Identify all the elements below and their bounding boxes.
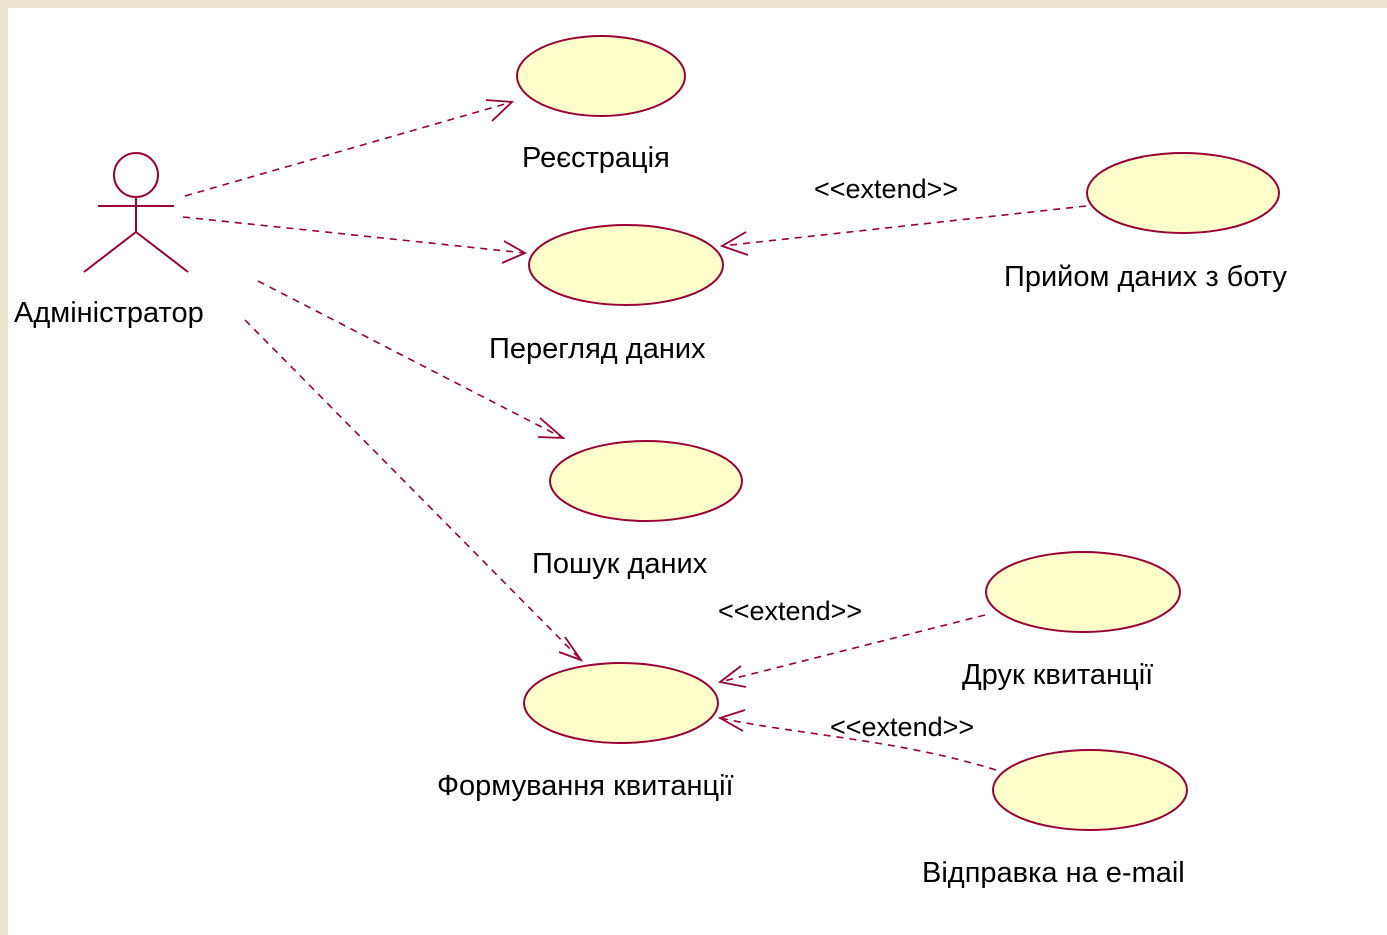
assoc-search-data-arrowhead <box>537 417 566 440</box>
actor-left-leg <box>83 231 137 273</box>
use-case-registration-label: Реєстрація <box>522 142 670 174</box>
assoc-registration <box>184 101 513 197</box>
use-case-form-receipt-label: Формування квитанції <box>437 770 734 802</box>
use-case-print-receipt[interactable] <box>985 551 1181 633</box>
extend-print-arrowhead <box>717 665 747 688</box>
assoc-form-receipt <box>244 319 582 661</box>
extend-print-label: <<extend>> <box>718 596 862 626</box>
assoc-form-receipt-arrowhead <box>558 636 584 662</box>
use-case-bot-data[interactable] <box>1086 152 1280 234</box>
extend-bot-line <box>721 205 1087 247</box>
actor-head <box>113 152 159 198</box>
use-case-send-email-label: Відправка на e-mail <box>922 857 1185 889</box>
actor-right-leg <box>135 231 189 273</box>
use-case-registration[interactable] <box>516 35 686 117</box>
extend-bot-arrowhead <box>719 231 749 256</box>
use-case-send-email[interactable] <box>992 749 1188 831</box>
assoc-view-data-arrowhead <box>501 240 528 264</box>
extend-email-arrowhead <box>717 709 746 732</box>
use-case-print-receipt-label: Друк квитанції <box>962 659 1153 691</box>
use-case-search-data[interactable] <box>549 440 743 522</box>
actor-figure[interactable] <box>83 152 189 273</box>
extend-print-line <box>719 614 986 683</box>
use-case-search-data-label: Пошук даних <box>532 548 708 580</box>
assoc-view-data <box>182 216 526 254</box>
extend-email-line <box>719 717 997 771</box>
assoc-registration-arrowhead <box>485 99 515 122</box>
use-case-view-data[interactable] <box>528 224 724 306</box>
use-case-bot-data-label: Прийом даних з боту <box>1004 261 1287 293</box>
use-case-form-receipt[interactable] <box>523 662 719 744</box>
actor-label: Адміністратор <box>14 297 204 329</box>
extend-email-label: <<extend>> <box>830 712 974 742</box>
use-case-view-data-label: Перегляд даних <box>489 333 706 365</box>
extend-bot-label: <<extend>> <box>814 174 958 204</box>
assoc-search-data <box>257 280 564 439</box>
